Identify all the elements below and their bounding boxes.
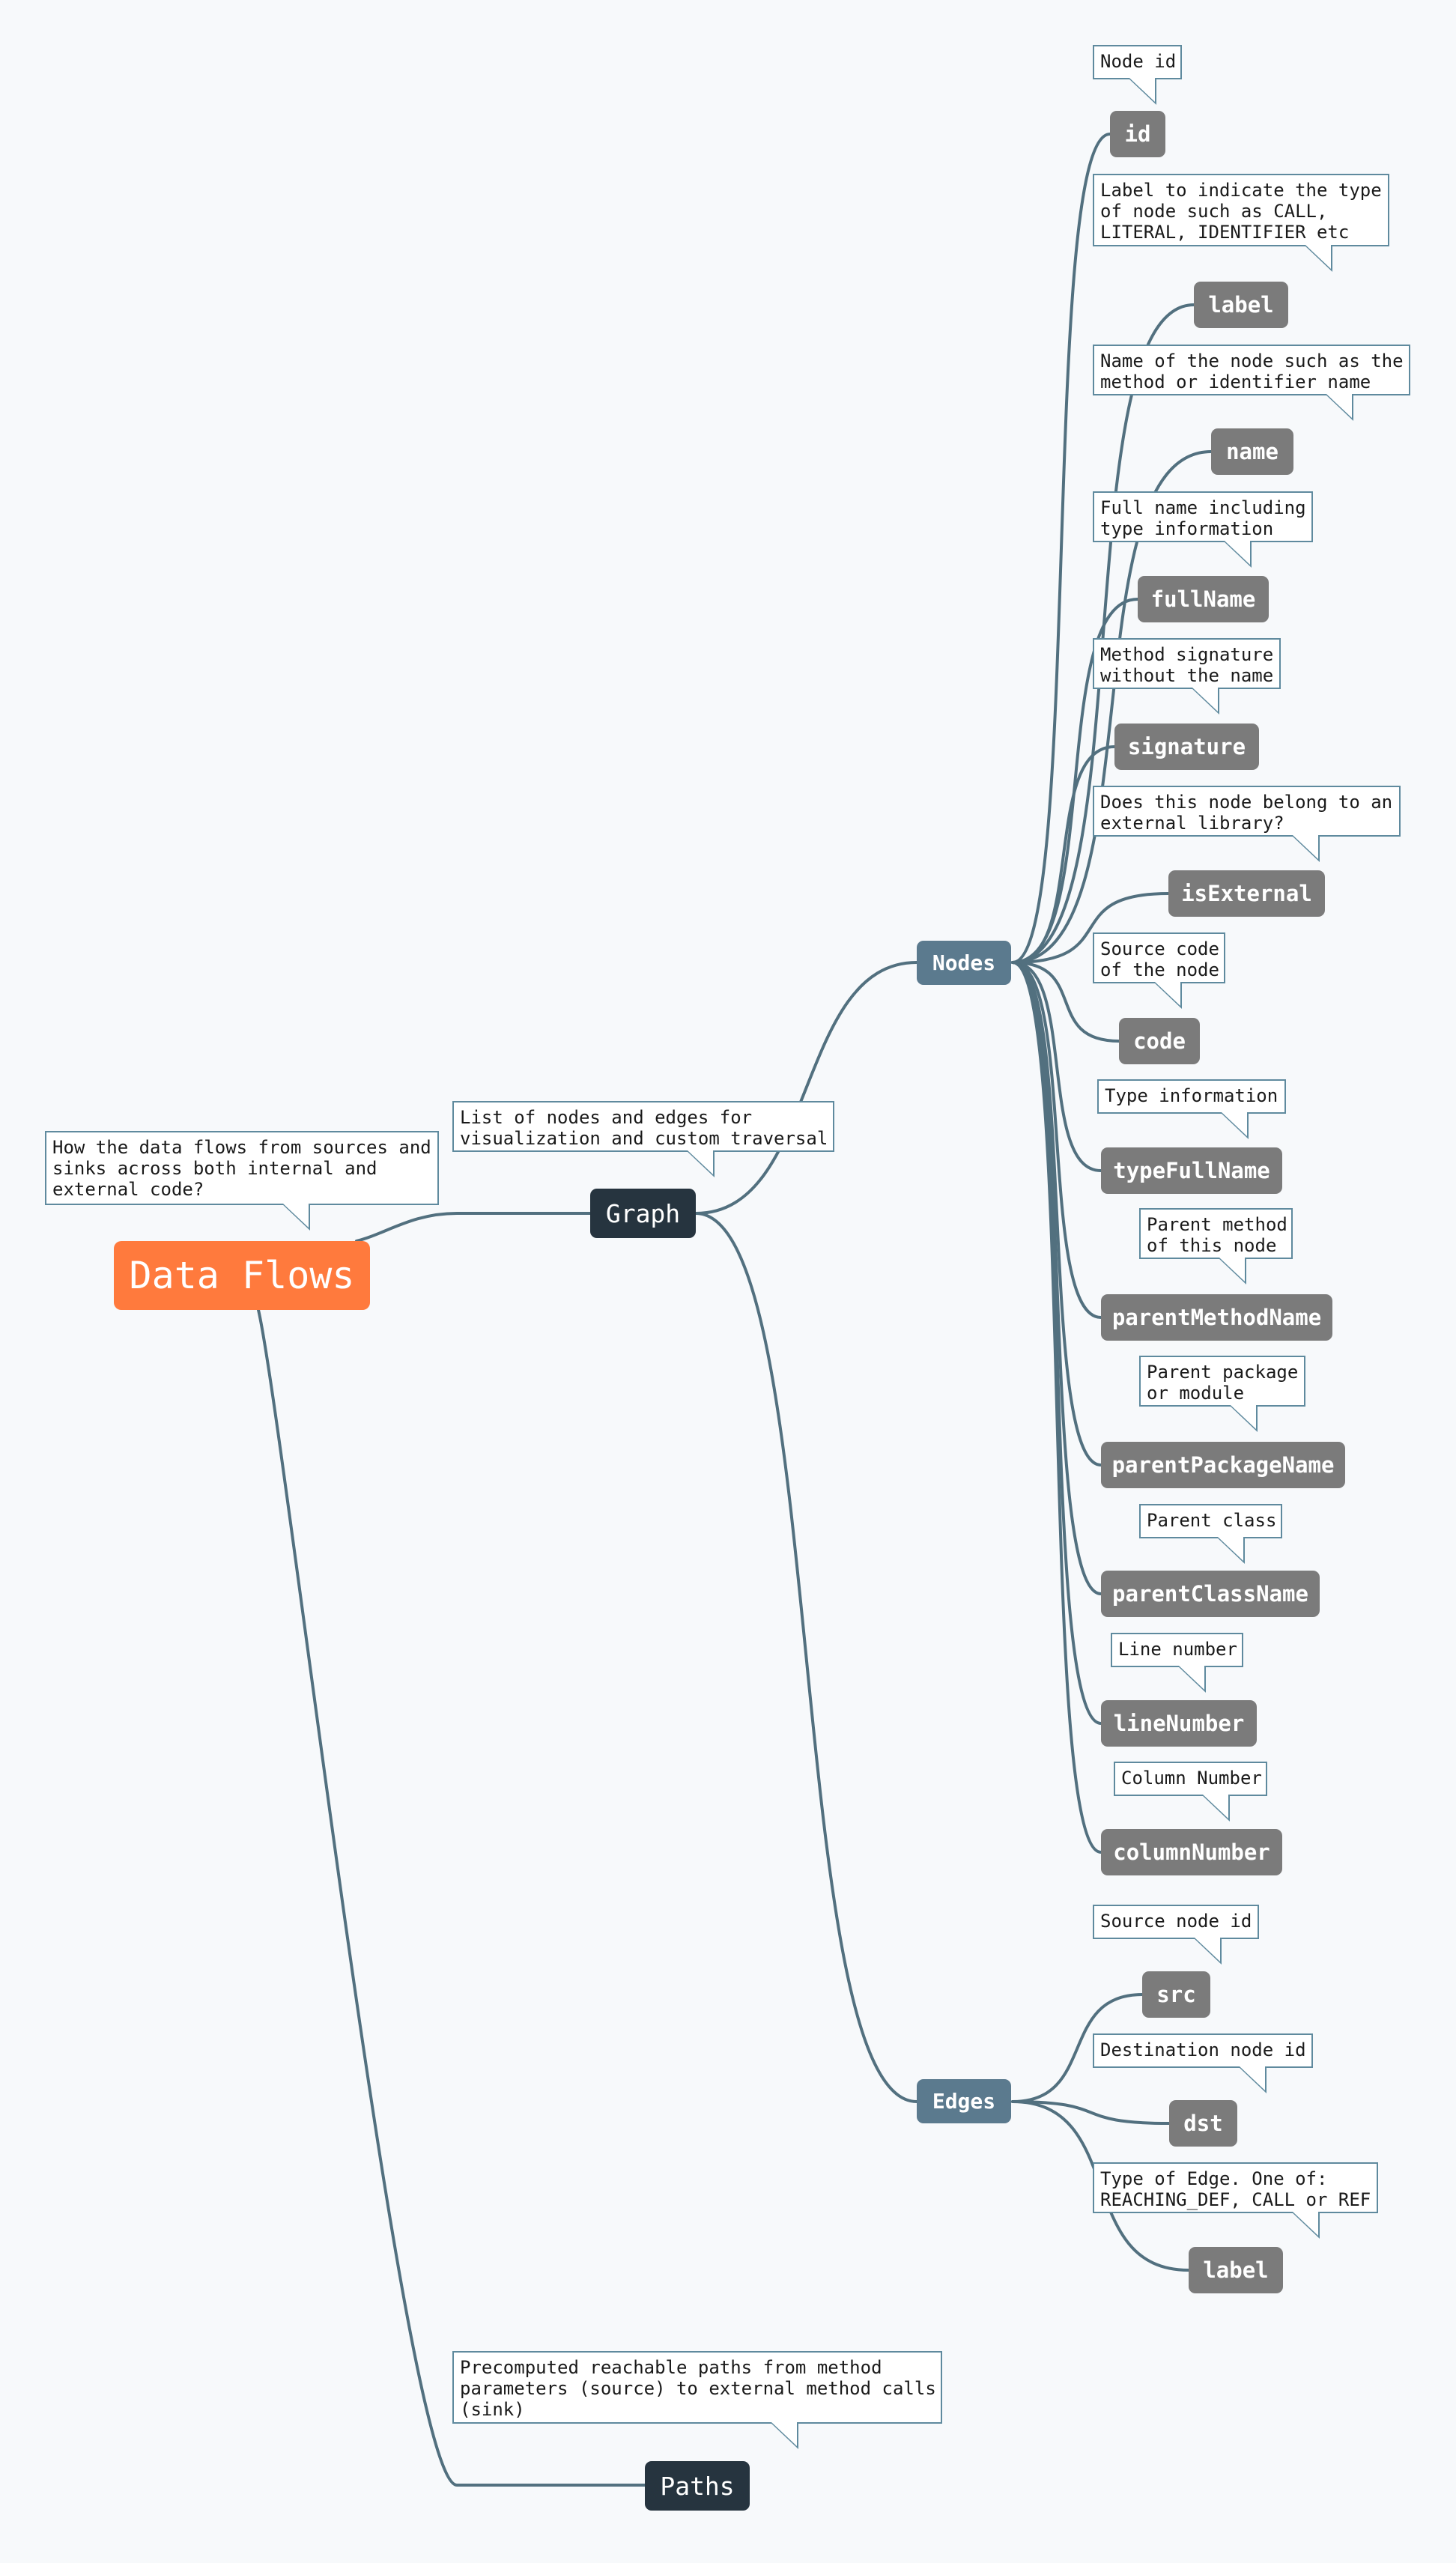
connector-line bbox=[1011, 1993, 1144, 2103]
connector-line bbox=[1011, 961, 1102, 1854]
paths-note: Precomputed reachable paths from method … bbox=[452, 2351, 942, 2449]
connector-line bbox=[1011, 745, 1116, 964]
field-note: Type information bbox=[1097, 1079, 1286, 1139]
root-node-data-flows[interactable]: Data Flows bbox=[114, 1241, 370, 1310]
field-id[interactable]: id bbox=[1110, 111, 1165, 157]
field-fullName[interactable]: fullName bbox=[1138, 576, 1269, 622]
field-note: Full name including type information bbox=[1093, 491, 1313, 568]
graph-node[interactable]: Graph bbox=[590, 1189, 696, 1238]
field-dst[interactable]: dst bbox=[1169, 2100, 1237, 2147]
paths-node[interactable]: Paths bbox=[645, 2461, 750, 2511]
field-note: Node id bbox=[1093, 45, 1182, 105]
field-note: Line number bbox=[1111, 1633, 1243, 1693]
field-src[interactable]: src bbox=[1142, 1971, 1210, 2018]
field-typeFullName[interactable]: typeFullName bbox=[1101, 1147, 1282, 1194]
field-note: Source code of the node bbox=[1093, 932, 1225, 1009]
connector-line bbox=[1011, 892, 1170, 964]
field-note: Label to indicate the type of node such … bbox=[1093, 174, 1389, 272]
field-note: Source node id bbox=[1093, 1905, 1259, 1965]
connector-line bbox=[694, 961, 918, 1215]
field-lineNumber[interactable]: lineNumber bbox=[1101, 1700, 1257, 1747]
graph-note: List of nodes and edges for visualizatio… bbox=[452, 1101, 834, 1177]
field-note: Destination node id bbox=[1093, 2033, 1313, 2093]
edges-node[interactable]: Edges bbox=[917, 2079, 1011, 2123]
field-label[interactable]: label bbox=[1194, 282, 1288, 328]
nodes-node[interactable]: Nodes bbox=[917, 941, 1011, 985]
field-note: Does this node belong to an external lib… bbox=[1093, 786, 1401, 862]
connector-line bbox=[1011, 961, 1102, 1319]
field-note: Column Number bbox=[1114, 1762, 1267, 1822]
connector-line bbox=[694, 1212, 918, 2103]
connector-line bbox=[1011, 961, 1102, 1172]
field-code[interactable]: code bbox=[1119, 1018, 1200, 1064]
field-note: Parent class bbox=[1139, 1504, 1282, 1564]
connector-line bbox=[257, 1308, 646, 2487]
field-columnNumber[interactable]: columnNumber bbox=[1101, 1829, 1282, 1875]
field-note: Parent method of this node bbox=[1139, 1208, 1293, 1284]
field-edge-label[interactable]: label bbox=[1189, 2247, 1283, 2293]
root-note: How the data flows from sources and sink… bbox=[45, 1131, 439, 1231]
field-note: Method signature without the name bbox=[1093, 638, 1281, 715]
field-isExternal[interactable]: isExternal bbox=[1168, 870, 1325, 917]
field-note: Type of Edge. One of: REACHING_DEF, CALL… bbox=[1093, 2162, 1378, 2239]
connector-line bbox=[1011, 303, 1195, 964]
field-parentMethodName[interactable]: parentMethodName bbox=[1101, 1294, 1332, 1341]
field-note: Name of the node such as the method or i… bbox=[1093, 345, 1410, 421]
connector-line bbox=[1011, 450, 1213, 964]
field-parentClassName[interactable]: parentClassName bbox=[1101, 1571, 1320, 1617]
connector-line bbox=[1011, 961, 1102, 1466]
connector-line bbox=[1011, 2100, 1171, 2125]
field-name[interactable]: name bbox=[1211, 428, 1293, 475]
connector-line bbox=[355, 1212, 592, 1243]
field-note: Parent package or module bbox=[1139, 1356, 1305, 1432]
connector-line bbox=[1011, 133, 1111, 964]
field-signature[interactable]: signature bbox=[1114, 724, 1259, 770]
field-parentPackageName[interactable]: parentPackageName bbox=[1101, 1442, 1345, 1488]
connector-line bbox=[1011, 961, 1120, 1043]
